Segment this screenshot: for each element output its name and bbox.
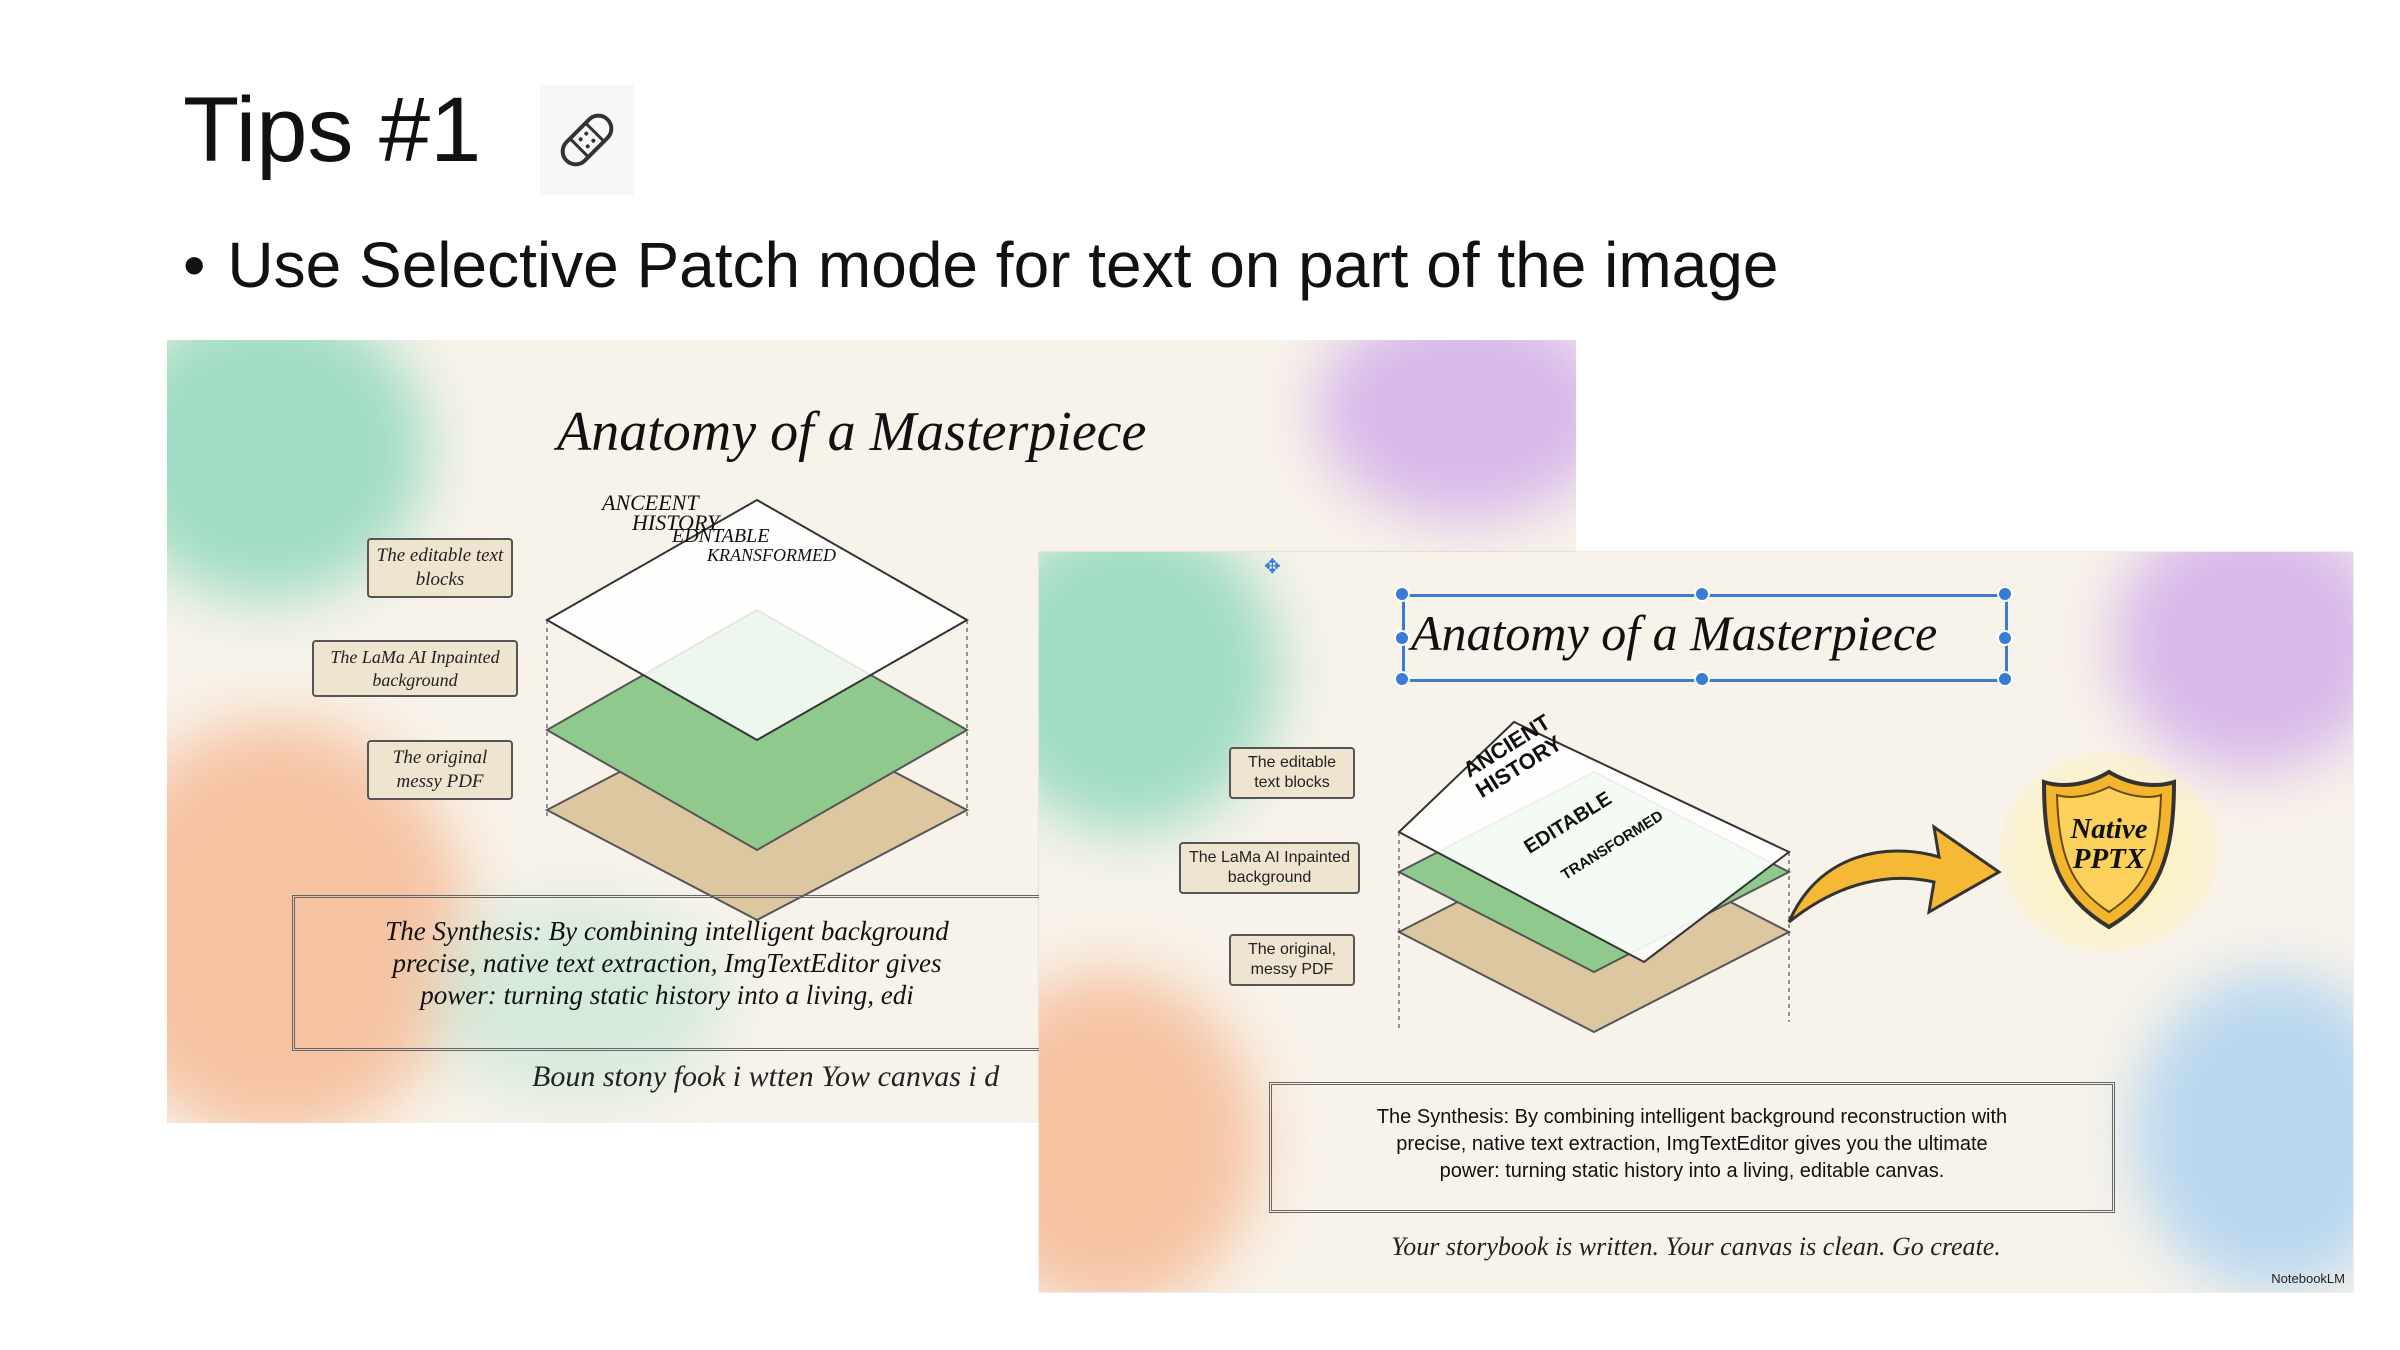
layer-stack-illustration (1396, 720, 1792, 1034)
arrow-icon (1787, 823, 2002, 924)
garbled-text: KRANSFORMED (707, 545, 836, 565)
resize-handle[interactable] (1997, 630, 2013, 646)
move-handle-icon[interactable]: ✥ (1264, 556, 1281, 578)
label-background: The LaMa AI Inpainted background (1179, 842, 1360, 894)
slide-title: Tips #1 (183, 79, 482, 181)
before-footer: Boun stony fook i wtten Yow canvas i d (532, 1060, 1000, 1093)
synthesis-line: power: turning static history into a liv… (1439, 1160, 1945, 1182)
label-original-pdf: The original, messy PDF (1229, 934, 1355, 986)
after-footer: Your storybook is written. Your canvas i… (1391, 1232, 2001, 1261)
brand-watermark: NotebookLM (2271, 1271, 2345, 1286)
synthesis-line: power: turning static history into a liv… (420, 980, 914, 1010)
before-title: Anatomy of a Masterpiece (557, 401, 1147, 463)
resize-handle[interactable] (1394, 630, 1410, 646)
resize-handle[interactable] (1997, 671, 2013, 687)
bandage-icon (540, 85, 634, 195)
resize-handle[interactable] (1694, 586, 1710, 602)
shield-icon (2041, 769, 2177, 930)
after-title[interactable]: Anatomy of a Masterpiece (1411, 605, 1938, 661)
badge-text: Native (2070, 813, 2148, 845)
garbled-text: ANCEENT (602, 490, 699, 515)
badge-text: PPTX (2072, 843, 2146, 875)
bullet-text: Use Selective Patch mode for text on par… (227, 229, 1779, 301)
garbled-text: EDNTABLE (672, 525, 770, 547)
after-image[interactable]: ✥ Anatomy of a Masterpiece ANCIENT HISTO… (1039, 552, 2353, 1292)
synthesis-line: The Synthesis: By combining intelligent … (385, 916, 949, 946)
layer-stack-illustration (544, 498, 970, 922)
resize-handle[interactable] (1694, 671, 1710, 687)
resize-handle[interactable] (1394, 671, 1410, 687)
bullet-point: •Use Selective Patch mode for text on pa… (183, 229, 1779, 301)
label-original-pdf: The original messy PDF (367, 740, 513, 800)
synthesis-line: precise, native text extraction, ImgText… (392, 948, 942, 978)
garbled-text: HISTORY (632, 510, 720, 535)
synthesis-line: The Synthesis: By combining intelligent … (1376, 1106, 2008, 1128)
synthesis-line: precise, native text extraction, ImgText… (1396, 1133, 1988, 1155)
resize-handle[interactable] (1394, 586, 1410, 602)
label-background: The LaMa AI Inpainted background (312, 640, 518, 697)
label-text-blocks: The editable text blocks (1229, 747, 1355, 799)
resize-handle[interactable] (1997, 586, 2013, 602)
label-text-blocks: The editable text blocks (367, 538, 513, 598)
